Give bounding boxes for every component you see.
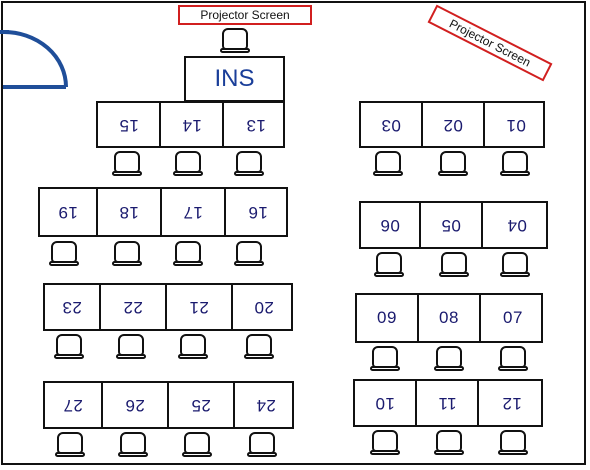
seat-number: 11: [437, 394, 457, 413]
chair: [439, 252, 469, 277]
seat-08[interactable]: 08: [419, 295, 481, 341]
chair: [370, 430, 400, 455]
chair: [370, 346, 400, 371]
desk-row-3-left: 23 22 21 20: [43, 283, 293, 331]
seat-number: 13: [245, 115, 266, 135]
seat-02[interactable]: 02: [423, 103, 485, 146]
seat-12[interactable]: 12: [479, 381, 545, 425]
seat-09[interactable]: 09: [357, 295, 419, 341]
chair: [234, 151, 264, 176]
seat-26[interactable]: 26: [103, 383, 169, 427]
seat-03[interactable]: 03: [361, 103, 423, 146]
seat-27[interactable]: 27: [45, 383, 103, 427]
seat-number: 25: [191, 396, 211, 415]
seat-number: 20: [254, 298, 274, 317]
seat-22[interactable]: 22: [101, 285, 167, 329]
seat-number: 23: [62, 298, 82, 317]
chair: [55, 432, 85, 457]
seat-17[interactable]: 17: [162, 189, 226, 235]
chair: [500, 252, 530, 277]
seat-11[interactable]: 11: [417, 381, 479, 425]
seat-number: 09: [377, 308, 397, 327]
seat-18[interactable]: 18: [98, 189, 162, 235]
seat-13[interactable]: 13: [224, 103, 287, 146]
desk-row-2-left: 19 18 17 16: [38, 187, 288, 237]
seat-05[interactable]: 05: [421, 203, 483, 247]
chair: [244, 334, 274, 359]
chair: [434, 430, 464, 455]
chair: [49, 241, 79, 266]
seat-number: 14: [181, 115, 202, 135]
instructor-desk: INS: [184, 56, 285, 102]
desk-row-1-right: 03 02 01: [359, 101, 545, 148]
seat-number: 15: [118, 115, 139, 135]
seat-21[interactable]: 21: [167, 285, 233, 329]
seat-number: 05: [441, 216, 461, 235]
seat-07[interactable]: 07: [481, 295, 545, 341]
seat-number: 02: [443, 115, 463, 135]
desk-row-4-right: 10 11 12: [353, 379, 543, 427]
seat-number: 08: [439, 308, 459, 327]
chair: [498, 346, 528, 371]
desk-row-1-left: 15 14 13: [96, 101, 285, 148]
chair: [178, 334, 208, 359]
seat-number: 16: [248, 203, 268, 222]
chair: [118, 432, 148, 457]
seat-24[interactable]: 24: [235, 383, 296, 427]
seat-number: 21: [189, 298, 209, 317]
seat-04[interactable]: 04: [483, 203, 550, 247]
seat-number: 03: [381, 115, 401, 135]
chair: [116, 334, 146, 359]
chair: [438, 151, 468, 176]
chair: [374, 252, 404, 277]
chair: [54, 334, 84, 359]
chair: [173, 241, 203, 266]
chair: [112, 151, 142, 176]
seat-16[interactable]: 16: [226, 189, 290, 235]
seat-number: 04: [506, 216, 527, 235]
seat-01[interactable]: 01: [485, 103, 547, 146]
chair: [182, 432, 212, 457]
projector-screen-top: Projector Screen: [178, 5, 312, 25]
instructor-label: INS: [214, 65, 255, 92]
seat-number: 18: [119, 203, 139, 222]
chair: [498, 430, 528, 455]
instructor-chair: [220, 28, 250, 53]
seat-10[interactable]: 10: [355, 381, 417, 425]
desk-row-3-right: 09 08 07: [355, 293, 543, 343]
seat-number: 10: [375, 394, 395, 413]
door-icon: [0, 29, 68, 89]
chair: [234, 241, 264, 266]
seat-number: 19: [58, 203, 78, 222]
seat-number: 12: [502, 394, 522, 413]
seat-number: 07: [503, 308, 523, 327]
chair: [500, 151, 530, 176]
seat-number: 26: [125, 396, 145, 415]
seat-06[interactable]: 06: [361, 203, 421, 247]
classroom-outline: [1, 1, 586, 465]
desk-row-2-right: 06 05 04: [359, 201, 548, 249]
seat-number: 01: [506, 115, 526, 135]
seat-14[interactable]: 14: [161, 103, 224, 146]
seat-23[interactable]: 23: [45, 285, 101, 329]
seat-number: 24: [255, 396, 276, 415]
seat-20[interactable]: 20: [233, 285, 295, 329]
seat-15[interactable]: 15: [98, 103, 161, 146]
seat-number: 06: [380, 216, 400, 235]
chair: [247, 432, 277, 457]
chair: [112, 241, 142, 266]
seat-19[interactable]: 19: [40, 189, 98, 235]
desk-row-4-left: 27 26 25 24: [43, 381, 294, 429]
chair: [434, 346, 464, 371]
chair: [373, 151, 403, 176]
chair: [173, 151, 203, 176]
seat-25[interactable]: 25: [169, 383, 235, 427]
seat-number: 17: [183, 203, 203, 222]
seat-number: 27: [63, 396, 83, 415]
seat-number: 22: [123, 298, 143, 317]
